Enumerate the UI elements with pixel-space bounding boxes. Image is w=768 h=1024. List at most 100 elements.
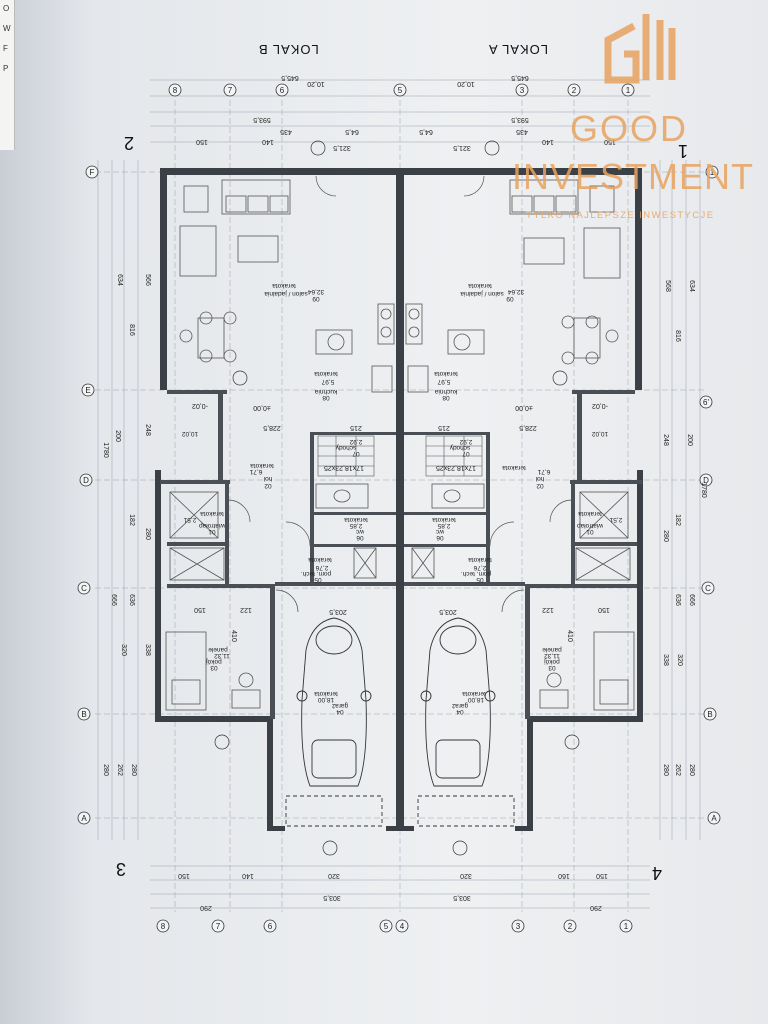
dim-text: 200 bbox=[686, 434, 693, 446]
room-area: 2,51 bbox=[183, 516, 196, 523]
room-number: 05 bbox=[476, 576, 484, 583]
room-name: schody bbox=[449, 444, 470, 451]
level-mark: -0,02 bbox=[192, 402, 208, 409]
furniture-lokal-a bbox=[405, 179, 635, 711]
dim-text: 435 bbox=[516, 128, 528, 135]
dim-text: 248 bbox=[662, 434, 669, 446]
furniture-lokal-b bbox=[165, 179, 395, 711]
room-number: 06 bbox=[436, 534, 444, 541]
room-number: 04 bbox=[336, 708, 344, 715]
dim-text: 290 bbox=[590, 904, 602, 911]
axis-label: C bbox=[81, 584, 87, 593]
dim-text: 410 bbox=[230, 630, 237, 642]
dim-text: 666 bbox=[688, 594, 695, 606]
section-number: 2 bbox=[124, 133, 135, 153]
dim-text: 636 bbox=[128, 594, 135, 606]
dim-text: 280 bbox=[662, 530, 669, 542]
room-number: 09 bbox=[312, 295, 320, 302]
room-number: 04 bbox=[456, 708, 464, 715]
axis-label: 6 bbox=[280, 86, 285, 95]
dim-text: 150 bbox=[596, 872, 608, 879]
axis-label: A bbox=[711, 814, 717, 823]
axis-label: 3 bbox=[516, 922, 521, 931]
axis-label: 5 bbox=[398, 86, 403, 95]
dim-text: 280 bbox=[144, 528, 151, 540]
room-area: 6,71 bbox=[249, 468, 262, 475]
dim-text: 593,5 bbox=[511, 116, 529, 123]
axis-label: 1 bbox=[626, 86, 631, 95]
room-number: 01 bbox=[586, 528, 594, 535]
exterior-walls bbox=[155, 168, 643, 831]
room-name: garaż bbox=[452, 702, 468, 709]
room-floor: terakota bbox=[434, 370, 458, 377]
room-area: 18,00 bbox=[467, 696, 484, 703]
dim-text: 215 bbox=[438, 424, 450, 431]
edge-letter: O bbox=[3, 4, 10, 13]
axis-label: 1 bbox=[624, 922, 629, 931]
room-number: 01 bbox=[208, 528, 216, 535]
room-floor: terakota bbox=[502, 464, 526, 471]
room-number: 06 bbox=[356, 534, 364, 541]
room-name: wiatrołap bbox=[199, 522, 226, 529]
room-name: salon / jadalnia bbox=[264, 290, 308, 297]
room-area: 5,97 bbox=[321, 378, 334, 385]
dim-text: 435 bbox=[280, 128, 292, 135]
room-area: 2,92 bbox=[349, 438, 362, 445]
dim-text: 10,20 bbox=[457, 80, 475, 87]
room-floor: terakota bbox=[314, 690, 338, 697]
room-area: 2,85 bbox=[349, 522, 362, 529]
dim-text: 215 bbox=[350, 424, 362, 431]
dim-text: 303,5 bbox=[453, 894, 471, 901]
room-number: 03 bbox=[210, 664, 218, 671]
dim-text: 280 bbox=[102, 764, 109, 776]
room-floor: terakota bbox=[578, 510, 602, 517]
axis-label: D bbox=[83, 476, 89, 485]
top-axis-markers bbox=[77, 83, 721, 933]
dim-text: 64,5 bbox=[345, 128, 359, 135]
room-name: pom. tech. bbox=[301, 570, 332, 577]
room-number: 07 bbox=[352, 450, 360, 457]
unit-title-lokal-b: LOKAL B bbox=[258, 42, 319, 57]
room-area: 32,64 bbox=[507, 288, 524, 295]
dim-text: 568 bbox=[664, 280, 671, 292]
dim-text: 248 bbox=[144, 424, 151, 436]
axis-label: 2 bbox=[572, 86, 577, 95]
axis-label: 6 bbox=[268, 922, 273, 931]
axis-label: 4 bbox=[400, 922, 405, 931]
dim-text: 290 bbox=[200, 904, 212, 911]
logo-tagline: TYLKO NAJLEPSZE INWESTYCJE bbox=[526, 210, 715, 221]
room-area: 32,64 bbox=[307, 288, 324, 295]
dim-text: 150 bbox=[598, 606, 610, 613]
room-floor: terakota bbox=[250, 462, 274, 469]
dim-text: 320 bbox=[676, 654, 683, 666]
stair-spec: 17x18,23x25 bbox=[324, 464, 364, 471]
dim-text: 338 bbox=[144, 644, 151, 656]
room-number: 02 bbox=[264, 482, 272, 489]
room-area: 18,00 bbox=[317, 696, 334, 703]
axis-label: E bbox=[85, 386, 90, 395]
level-mark: ±0,00 bbox=[515, 404, 533, 411]
room-floor: terakota bbox=[468, 556, 492, 563]
room-area: 11,32 bbox=[214, 652, 230, 659]
room-floor: terakota bbox=[468, 282, 492, 289]
dim-text: 182 bbox=[128, 514, 135, 526]
sheet-edge-strip: O W F P bbox=[0, 0, 15, 150]
door-swings bbox=[227, 175, 573, 613]
dim-text: 320 bbox=[120, 644, 127, 656]
dim-text: 228,5 bbox=[263, 424, 281, 431]
room-floor: terakota bbox=[272, 282, 296, 289]
dim-text: 200 bbox=[114, 430, 121, 442]
room-area: 11,32 bbox=[544, 652, 560, 659]
logo-text-line2: INVESTMENT bbox=[512, 156, 755, 197]
dim-text: 122 bbox=[240, 606, 252, 613]
dim-text: 1780 bbox=[102, 442, 109, 458]
room-number: 02 bbox=[536, 482, 544, 489]
dim-text: 321,5 bbox=[333, 144, 351, 151]
dim-text: 228,5 bbox=[519, 424, 537, 431]
dim-text: 150 bbox=[194, 606, 206, 613]
level-mark: ±0,00 bbox=[253, 404, 271, 411]
dim-text: 10,20 bbox=[307, 80, 325, 87]
interior-walls bbox=[160, 390, 642, 719]
room-number: 07 bbox=[462, 450, 470, 457]
room-name: hol bbox=[263, 475, 272, 482]
